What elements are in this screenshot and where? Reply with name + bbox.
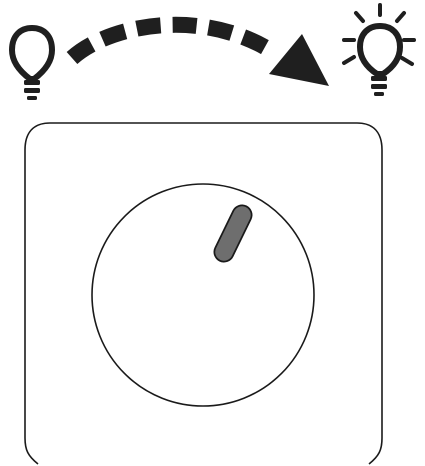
dimmer-knob[interactable]	[92, 184, 314, 406]
lightbulb-on-icon	[344, 5, 414, 96]
knob-dial[interactable]	[92, 184, 314, 406]
dashed-arc-arrow-icon	[72, 25, 329, 86]
light-rays	[344, 5, 414, 64]
lightbulb-off-icon	[12, 28, 52, 100]
